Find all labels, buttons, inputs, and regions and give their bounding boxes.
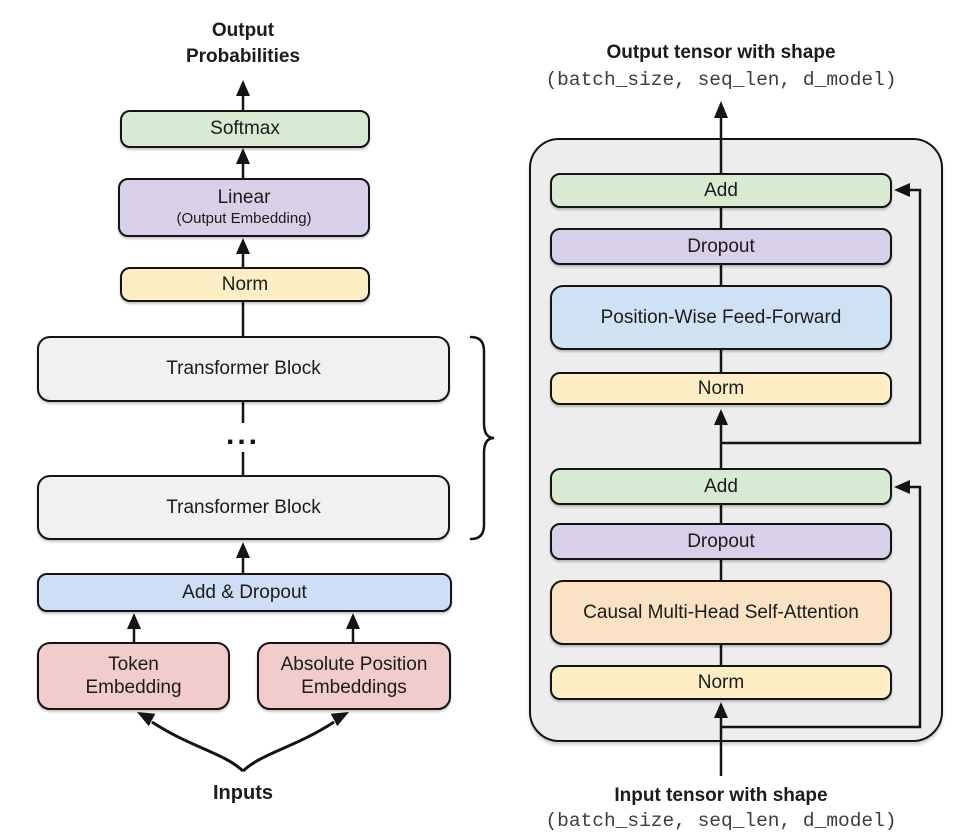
output-probabilities-label: Output Probabilities [185, 20, 301, 67]
transformer-block-bottom-box: Transformer Block [37, 475, 450, 540]
input-tensor-caption: Input tensor with shape [614, 785, 828, 806]
norm-top-label: Norm [697, 377, 745, 399]
curved-arrow-inputs-to-token-embedding [137, 712, 245, 773]
inputs-label: Inputs [213, 782, 273, 804]
dropout-bottom-label: Dropout [687, 530, 755, 552]
norm-top-box: Norm [550, 372, 892, 405]
softmax-label: Softmax [210, 118, 280, 140]
arrow-position-embeddings-to-adddropout [346, 613, 360, 642]
transformer-block-top-label: Transformer Block [166, 358, 321, 380]
add-top-box: Add [550, 173, 892, 208]
dropout-top-label: Dropout [687, 235, 755, 257]
add-bottom-box: Add [550, 468, 892, 505]
norm-bottom-box: Norm [550, 665, 892, 700]
transformer-block-bottom-label: Transformer Block [166, 496, 321, 518]
add-dropout-box: Add & Dropout [37, 573, 452, 612]
final-norm-box: Norm [120, 267, 370, 302]
softmax-box: Softmax [120, 110, 370, 148]
arrow-token-embedding-to-adddropout [127, 613, 141, 642]
token-embedding-box: Token Embedding [37, 642, 230, 710]
arrow-norm-to-linear [236, 238, 250, 267]
dropout-bottom-box: Dropout [550, 523, 892, 560]
linear-label: Linear [217, 187, 271, 209]
add-top-label: Add [704, 179, 738, 201]
feed-forward-label: Position-Wise Feed-Forward [600, 306, 842, 328]
dropout-top-box: Dropout [550, 228, 892, 265]
attention-label: Causal Multi-Head Self-Attention [583, 601, 859, 623]
transformer-block-top-box: Transformer Block [37, 336, 450, 402]
linear-box: Linear (Output Embedding) [118, 178, 370, 237]
output-tensor-caption: Output tensor with shape [606, 42, 836, 63]
norm-bottom-label: Norm [697, 671, 745, 693]
position-embeddings-box: Absolute Position Embeddings [257, 642, 451, 710]
stack-brace [469, 335, 495, 541]
arrow-linear-to-softmax [236, 148, 250, 178]
add-dropout-label: Add & Dropout [182, 581, 307, 603]
attention-box: Causal Multi-Head Self-Attention [550, 580, 892, 645]
position-embeddings-label: Absolute Position Embeddings [280, 653, 428, 698]
ellipsis-dots: ... [225, 418, 260, 451]
add-bottom-label: Add [704, 475, 738, 497]
arrow-softmax-to-output [236, 80, 250, 110]
arrow-adddropout-to-block2 [236, 542, 250, 573]
final-norm-label: Norm [221, 273, 269, 295]
linear-sublabel: (Output Embedding) [176, 210, 312, 228]
curved-arrow-inputs-to-position-embeddings [241, 712, 349, 773]
output-tensor-shape: (batch_size, seq_len, d_model) [545, 69, 897, 91]
input-tensor-shape: (batch_size, seq_len, d_model) [545, 810, 897, 832]
feed-forward-box: Position-Wise Feed-Forward [550, 285, 892, 350]
token-embedding-label: Token Embedding [85, 653, 182, 698]
